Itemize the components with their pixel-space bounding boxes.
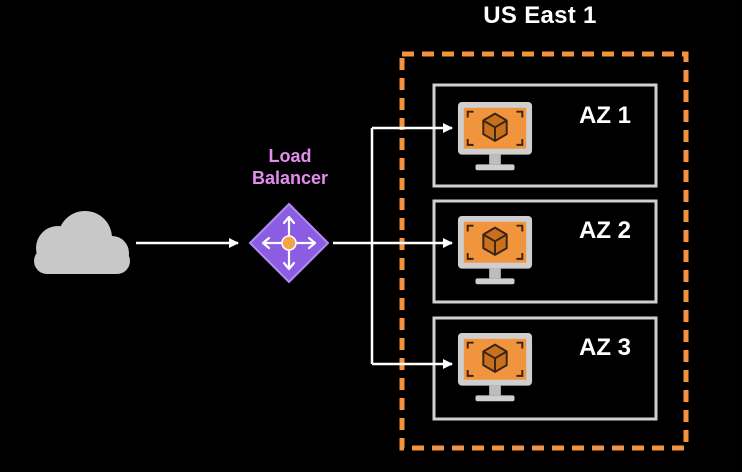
cloud-icon — [34, 211, 130, 274]
load-balancer-icon — [248, 202, 330, 284]
ec2-instance-icon — [456, 100, 534, 172]
az-label-2: AZ 2 — [579, 217, 632, 244]
ec2-instance-icon — [456, 331, 534, 403]
load-balancer-label: Load Balancer — [230, 145, 350, 189]
load-balancer-label-line1: Load — [268, 146, 312, 166]
load-balancer-label-line2: Balancer — [251, 168, 329, 188]
az-box-2 — [432, 199, 658, 304]
az-box-3 — [432, 316, 658, 421]
connector-lines — [333, 123, 453, 369]
az-label-3: AZ 3 — [579, 334, 632, 361]
ec2-instance-icon — [456, 214, 534, 286]
region-boundary — [399, 51, 689, 451]
az-label-1: AZ 1 — [579, 102, 632, 129]
az-box-1 — [432, 83, 658, 188]
region-title: US East 1 — [483, 2, 597, 29]
